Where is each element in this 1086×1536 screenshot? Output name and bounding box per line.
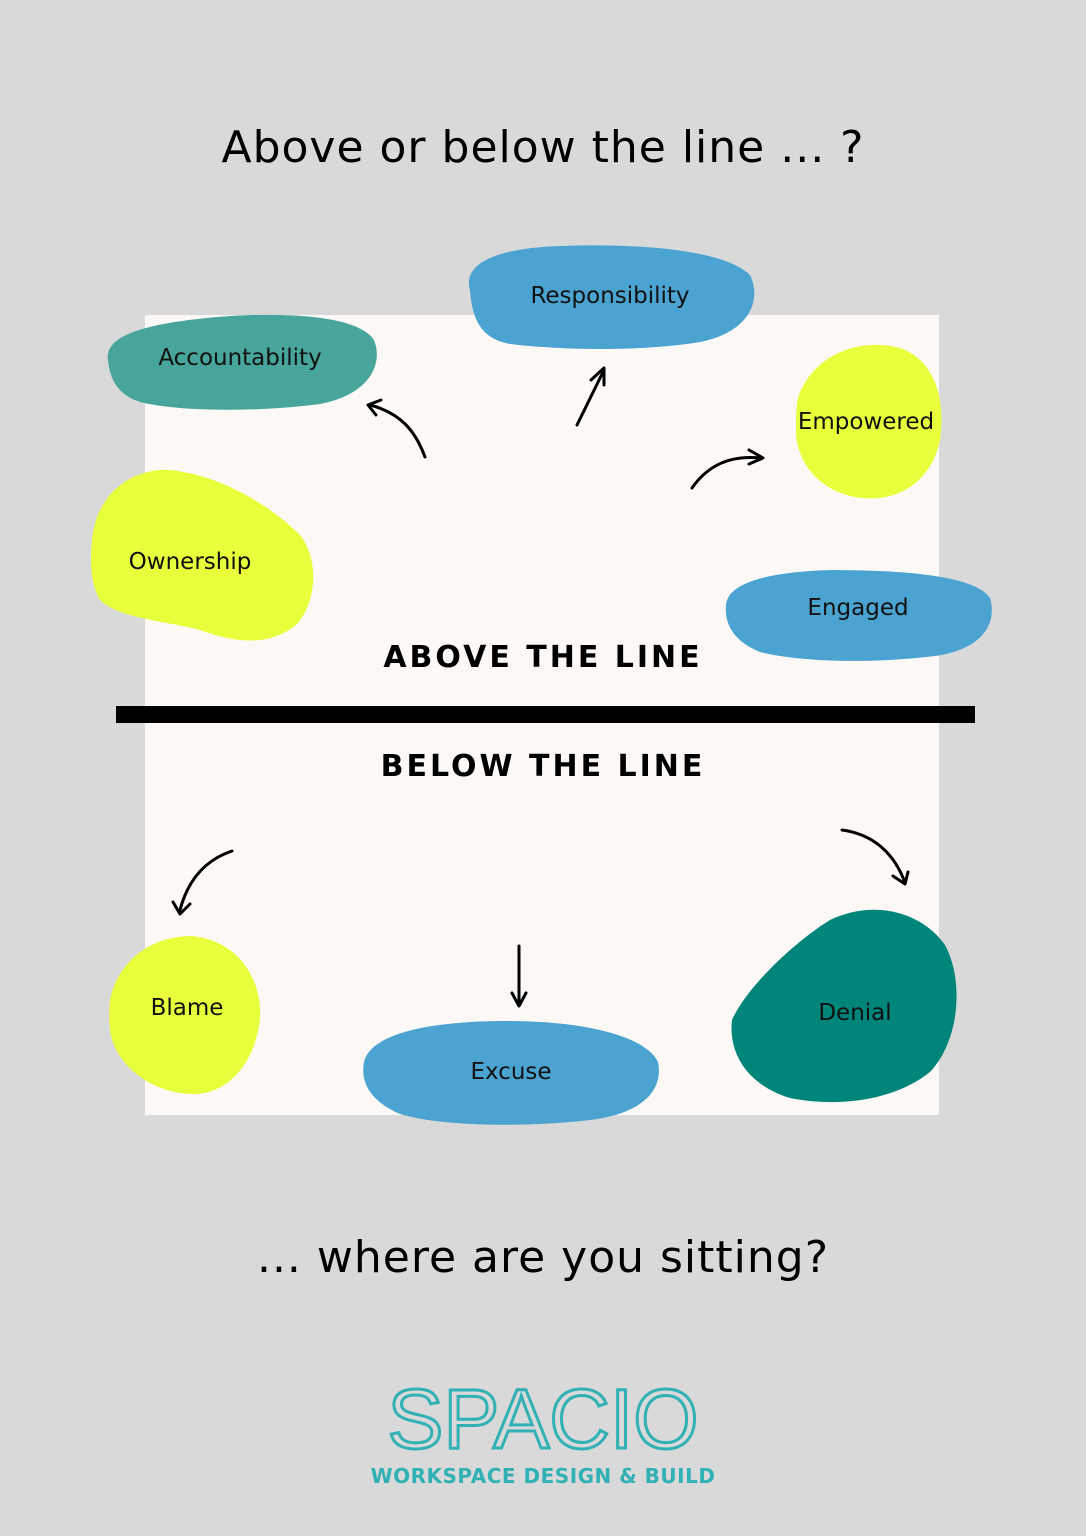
responsibility-blob — [468, 245, 755, 349]
responsibility-label: Responsibility — [530, 283, 690, 309]
arrow-to-denial-icon — [840, 828, 910, 886]
blame-label: Blame — [150, 995, 224, 1021]
arrow-to-responsibility-icon — [575, 366, 606, 427]
accountability-blob — [107, 314, 377, 410]
excuse-blob — [363, 1020, 659, 1125]
arrow-to-accountability-icon — [366, 398, 427, 459]
engaged-label: Engaged — [807, 595, 909, 621]
ownership-label: Ownership — [128, 549, 252, 575]
arrow-to-blame-icon — [171, 849, 234, 916]
logo-tagline: WORKSPACE DESIGN & BUILD — [370, 1464, 716, 1488]
spacio-logo: SPACIO — [0, 1380, 1086, 1460]
denial-blob — [731, 909, 957, 1103]
excuse-label: Excuse — [470, 1059, 552, 1085]
empowered-blob — [796, 344, 942, 499]
ownership-blob — [90, 469, 314, 641]
logo-wordmark: SPACIO — [387, 1380, 698, 1460]
engaged-blob — [725, 570, 992, 661]
page-title: Above or below the line ... ? — [221, 122, 865, 173]
blame-blob — [109, 936, 261, 1095]
closing-question: ... where are you sitting? — [256, 1232, 830, 1283]
dividing-line — [116, 706, 975, 723]
arrow-to-excuse-icon — [510, 944, 528, 1008]
above-the-line-label: ABOVE THE LINE — [383, 640, 703, 675]
empowered-label: Empowered — [797, 409, 935, 435]
accountability-label: Accountability — [158, 345, 322, 371]
below-the-line-label: BELOW THE LINE — [380, 749, 706, 784]
denial-label: Denial — [818, 1000, 892, 1026]
arrow-to-empowered-icon — [690, 448, 765, 490]
